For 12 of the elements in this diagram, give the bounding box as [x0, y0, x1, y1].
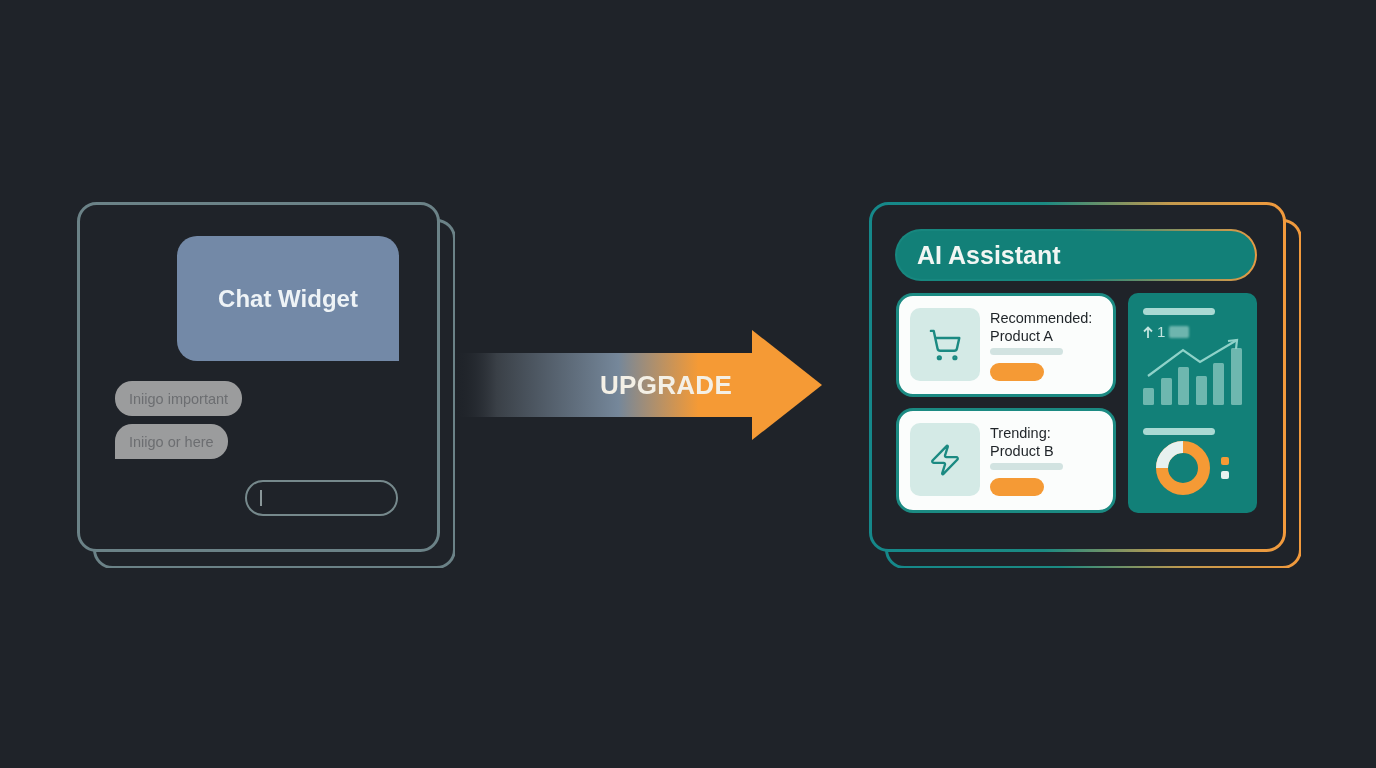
stat-value: 1 [1157, 324, 1166, 340]
message-bubble [115, 424, 228, 459]
message-bubble [115, 381, 243, 416]
window-frame [869, 202, 1301, 568]
header-title: AI Assistant [917, 240, 1061, 270]
product-card [896, 408, 1116, 513]
window-frame [77, 202, 455, 568]
card-text: Recommended: Product A [990, 309, 1094, 345]
product-card [896, 293, 1116, 397]
widget-panel [177, 236, 399, 361]
card-text: Trending: Product B [990, 424, 1055, 460]
panel-title: Chat Widget [218, 284, 358, 313]
